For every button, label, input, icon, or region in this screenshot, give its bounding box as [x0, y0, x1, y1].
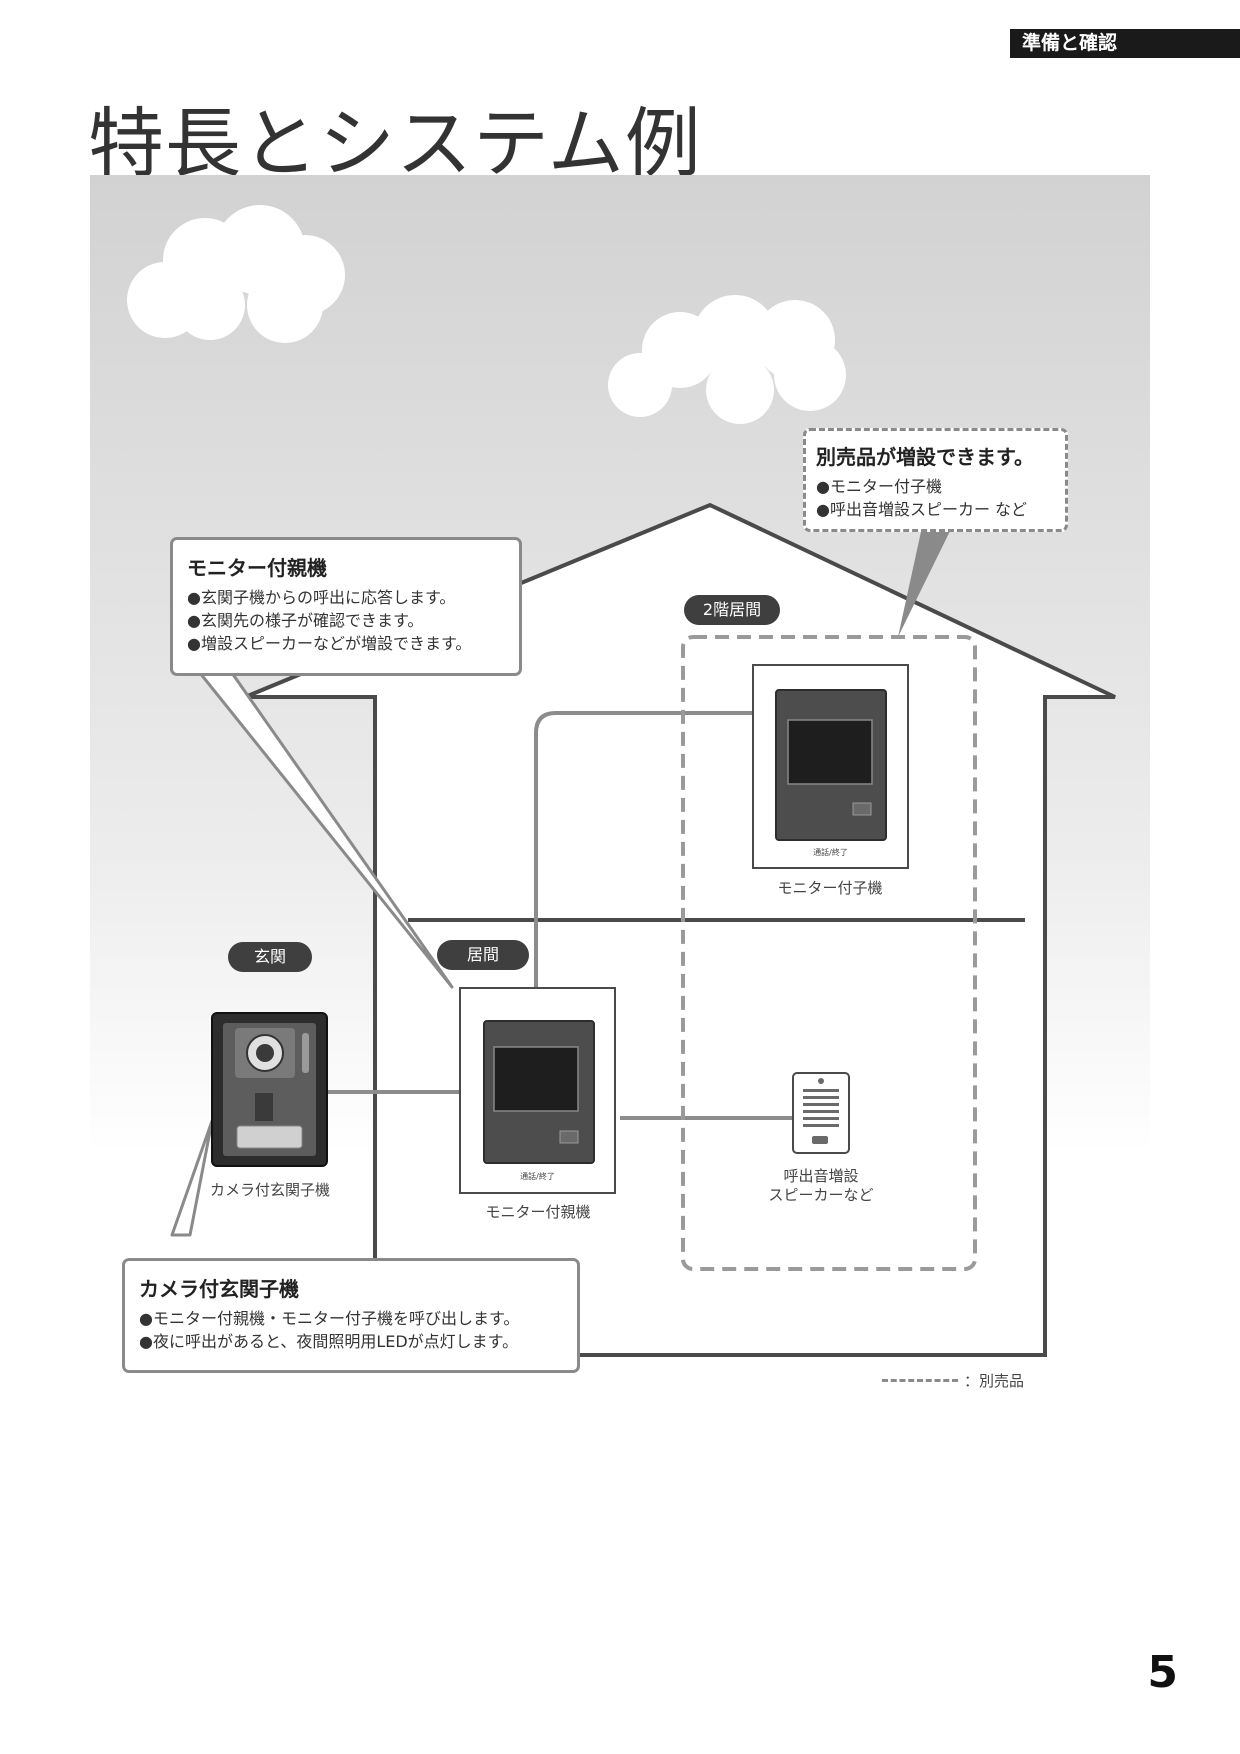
speaker-label-line2: スピーカーなど: [768, 1186, 874, 1204]
room-tag-living: 居間: [437, 940, 529, 970]
callout-options-title: 別売品が増設できます。: [816, 445, 1034, 469]
section-tab: 準備と確認: [1010, 29, 1240, 58]
callout-door-station-line: ●夜に呼出があると、夜間照明用LEDが点灯します。: [139, 1332, 519, 1351]
legend-text: ：別売品: [964, 1372, 1025, 1390]
door-station-device: [211, 1012, 328, 1167]
wiring: [324, 711, 792, 1120]
callout-door-station: カメラ付玄関子機 ●モニター付親機・モニター付子機を呼び出します。 ●夜に呼出が…: [122, 1258, 580, 1373]
callout-door-station-line: ●モニター付親機・モニター付子機を呼び出します。: [139, 1309, 520, 1328]
callout-main-monitor-line: ●増設スピーカーなどが増設できます。: [187, 634, 472, 653]
callout-door-station-title: カメラ付玄関子機: [139, 1277, 299, 1301]
optional-area-border: [681, 635, 977, 1271]
page-number: 5: [1147, 1647, 1178, 1698]
pointer-door-station: [170, 1119, 214, 1237]
callout-main-monitor-title: モニター付親機: [187, 556, 327, 580]
speaker-device: [792, 1072, 850, 1154]
speaker-label: 呼出音増設 スピーカーなど: [751, 1167, 891, 1205]
speaker-label-line1: 呼出音増設: [783, 1167, 859, 1185]
sub-monitor-label: モニター付子機: [777, 879, 883, 897]
callout-options-line: ●モニター付子機: [816, 477, 942, 496]
callout-options-line: ●呼出音増設スピーカー など: [816, 500, 1028, 519]
main-monitor-button-caption: 通話/終了: [520, 1172, 555, 1181]
callout-main-monitor-line: ●玄関子機からの呼出に応答します。: [187, 588, 456, 607]
callout-options: 別売品が増設できます。 ●モニター付子機 ●呼出音増設スピーカー など: [803, 428, 1068, 532]
legend-dashed-line: [882, 1379, 958, 1382]
cloud-right: [608, 295, 846, 424]
room-tag-entrance: 玄関: [228, 942, 312, 972]
sub-monitor-button-caption: 通話/終了: [813, 848, 848, 857]
room-tag-upstairs: 2階居間: [684, 595, 780, 625]
pointer-options: [898, 527, 952, 637]
sub-monitor-device: [752, 664, 909, 869]
callout-main-monitor-line: ●玄関先の様子が確認できます。: [187, 611, 424, 630]
legend: ：別売品: [882, 1370, 1024, 1391]
main-monitor-label: モニター付親機: [485, 1203, 591, 1221]
page-title: 特長とシステム例: [88, 99, 702, 188]
callout-main-monitor: モニター付親機 ●玄関子機からの呼出に応答します。 ●玄関先の様子が確認できます…: [170, 537, 522, 676]
door-station-label: カメラ付玄関子機: [209, 1181, 330, 1199]
cloud-left: [127, 205, 345, 343]
main-monitor-device: [459, 987, 616, 1194]
house-illustration: [90, 175, 1150, 1400]
system-diagram: 通話/終了 通話/終了 モニター付子機 モニター付親機 カメラ付玄関子機 呼出音…: [90, 175, 1150, 1400]
